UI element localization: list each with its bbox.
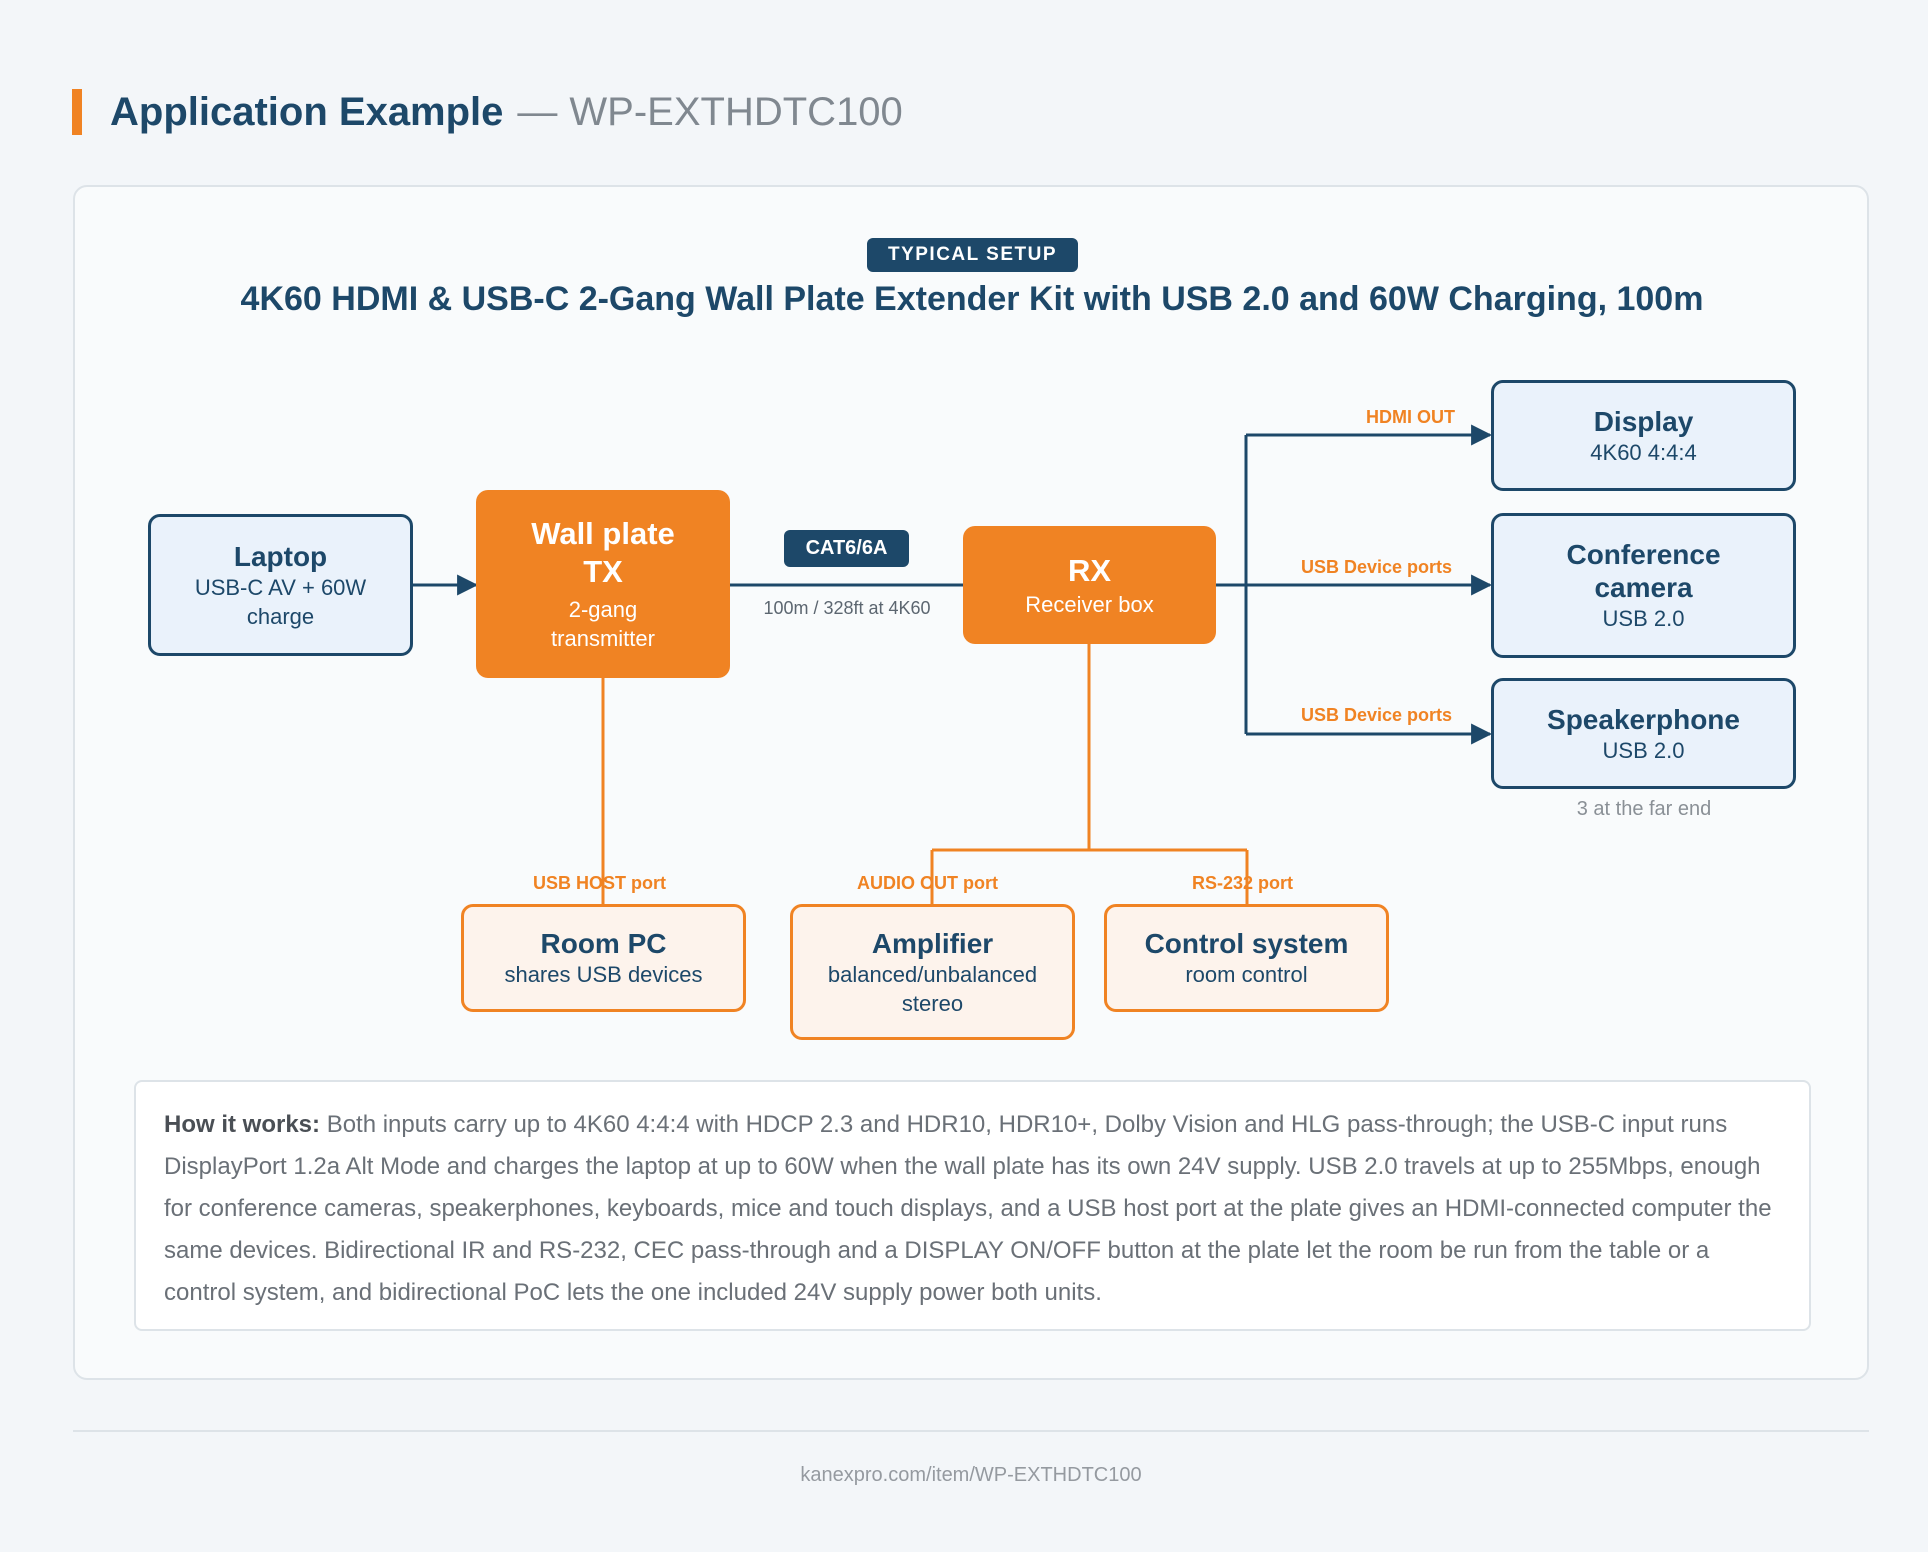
page-title: Application Example (110, 89, 504, 134)
node-title: RX (1067, 552, 1112, 588)
node-title: Room PC (540, 928, 667, 959)
footer-divider (73, 1430, 1869, 1432)
node-subtitle: Receiver box (1025, 591, 1154, 617)
title-separator: — (517, 89, 558, 134)
footer-url[interactable]: kanexpro.com/item/WP-EXTHDTC100 (800, 1464, 1142, 1486)
node-conference-camera: Conference camera USB 2.0 (1491, 513, 1796, 658)
typical-setup-badge: TYPICAL SETUP (867, 238, 1078, 272)
node-amplifier: Amplifier balanced/unbalanced stereo (790, 904, 1075, 1040)
cable-type-badge: CAT6/6A (784, 530, 909, 567)
note-body: Both inputs carry up to 4K60 4:4:4 with … (164, 1111, 1772, 1306)
far-end-note: 3 at the far end (1576, 798, 1712, 820)
node-subtitle: balanced/unbalanced stereo (827, 961, 1038, 1016)
node-subtitle: shares USB devices (504, 962, 703, 987)
model-number: WP-EXTHDTC100 (569, 89, 903, 134)
label-usb-device-ports: USB Device ports (1301, 557, 1453, 577)
node-control-system: Control system room control (1104, 904, 1389, 1012)
node-subtitle: 4K60 4:4:4 (1590, 439, 1697, 465)
label-usb-device-ports: USB Device ports (1301, 705, 1453, 725)
node-rx: RX Receiver box (963, 526, 1216, 644)
node-wall-plate-tx: Wall plate TX 2-gang transmitter (476, 490, 730, 678)
node-speakerphone: Speakerphone USB 2.0 (1491, 678, 1796, 789)
page-header: Application Example — WP-EXTHDTC100 (72, 88, 903, 136)
node-subtitle: USB-C AV + 60W charge (194, 574, 367, 629)
label-usb-host-port: USB HOST port (533, 873, 666, 893)
node-title: Wall plate TX (531, 516, 675, 589)
note-lead: How it works: (164, 1111, 321, 1138)
label-hdmi-out: HDMI OUT (1366, 407, 1455, 427)
node-subtitle: USB 2.0 (1602, 606, 1685, 631)
node-display: Display 4K60 4:4:4 (1491, 380, 1796, 491)
node-subtitle: USB 2.0 (1602, 737, 1685, 763)
node-subtitle: 2-gang transmitter (551, 597, 655, 651)
label-audio-out-port: AUDIO OUT port (857, 873, 998, 893)
node-title: Laptop (233, 540, 328, 572)
node-room-pc: Room PC shares USB devices (461, 904, 746, 1012)
node-title: Amplifier (871, 927, 994, 959)
diagram-title: 4K60 HDMI & USB-C 2-Gang Wall Plate Exte… (240, 280, 1704, 318)
node-subtitle: room control (1185, 962, 1308, 987)
header-accent-bar (72, 89, 82, 135)
label-rs232-port: RS-232 port (1192, 873, 1294, 893)
node-laptop: Laptop USB-C AV + 60W charge (148, 514, 413, 656)
node-title: Display (1593, 405, 1694, 437)
node-title: Control system (1144, 928, 1349, 959)
cable-distance: 100m / 328ft at 4K60 (763, 598, 931, 618)
node-title: Speakerphone (1547, 703, 1740, 735)
how-it-works-note: How it works: Both inputs carry up to 4K… (134, 1080, 1811, 1331)
node-title: Conference camera (1566, 539, 1721, 603)
